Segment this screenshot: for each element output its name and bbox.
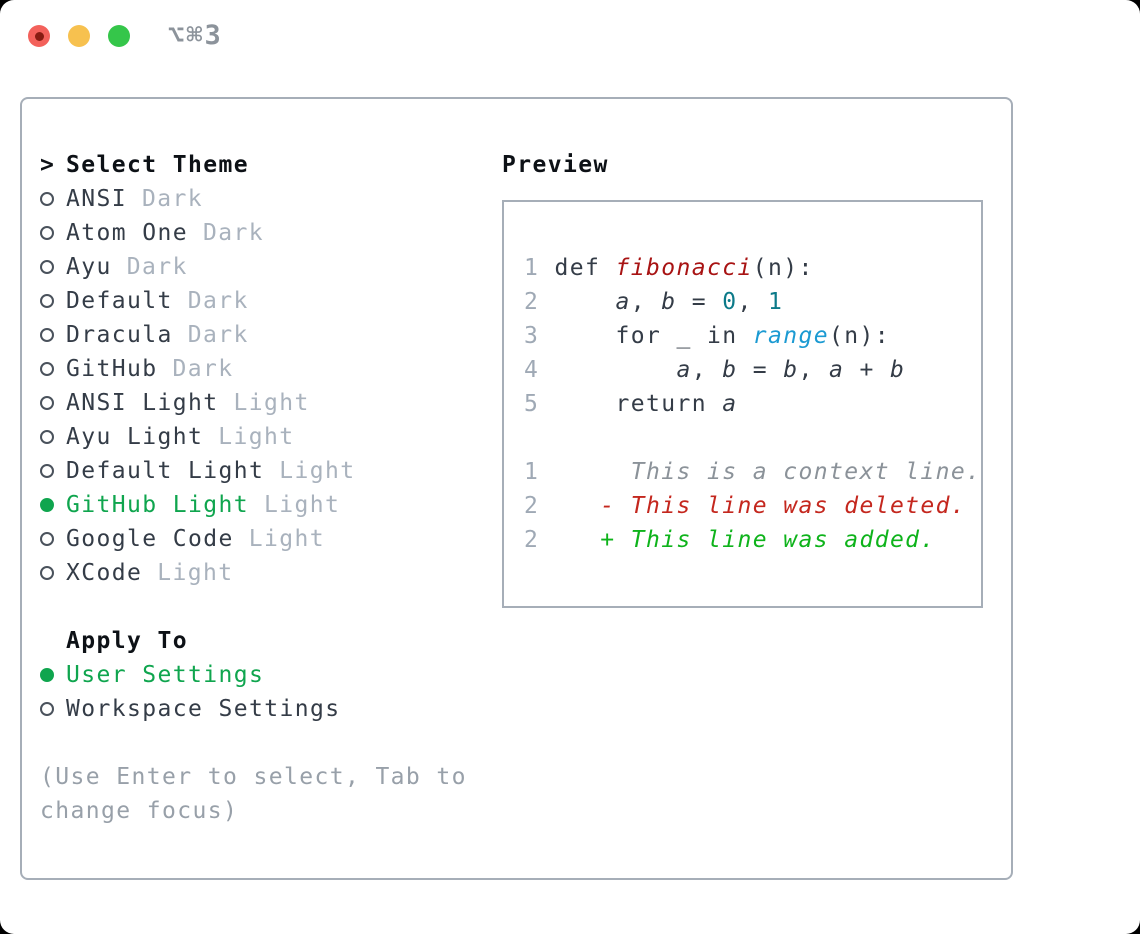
option-variant-label: Dark: [142, 186, 203, 212]
select-theme-title: Select Theme: [66, 152, 249, 178]
option-label: GitHub: [66, 356, 158, 382]
code-line: 2 - This line was deleted.: [524, 493, 967, 519]
theme-option-default-light[interactable]: Default Light Light: [22, 454, 1011, 488]
option-label: Dracula: [66, 322, 173, 348]
theme-option-ayu-light[interactable]: Ayu Light Light: [22, 420, 1011, 454]
option-label: User Settings: [66, 662, 265, 688]
radio-selected-icon: [40, 498, 66, 512]
radio-icon: [40, 702, 66, 716]
code-line: 1 def fibonacci(n):: [524, 255, 814, 281]
apply-to-header: Apply To: [22, 624, 1011, 658]
option-variant-label: Dark: [202, 220, 264, 246]
option-variant-label: Light: [218, 424, 295, 450]
code-line: 3 for _ in range(n):: [524, 323, 890, 349]
option-label: Atom One: [66, 220, 188, 246]
hint-line-1: (Use Enter to select, Tab to: [40, 764, 467, 790]
preview-column: Preview 1 def fibonacci(n): 2 a, b = 0, 1…: [502, 148, 983, 608]
theme-option-github[interactable]: GitHub Dark: [22, 352, 1011, 386]
radio-icon: [40, 294, 66, 308]
radio-icon: [40, 192, 66, 206]
option-variant-label: Dark: [172, 356, 234, 382]
code-line: 1 This is a context line.: [524, 459, 982, 485]
code-line: 2 + This line was added.: [524, 527, 936, 553]
option-label: ANSI: [66, 186, 127, 212]
cursor-chevron-icon: >: [40, 152, 56, 178]
radio-icon: [40, 430, 66, 444]
option-variant-label: Light: [248, 526, 325, 552]
apply-to-title: Apply To: [66, 628, 188, 654]
option-variant-label: Light: [263, 492, 341, 518]
option-label: Ayu: [66, 254, 112, 280]
radio-icon: [40, 396, 66, 410]
close-button-icon[interactable]: [28, 25, 50, 47]
zoom-button-icon[interactable]: [108, 25, 130, 47]
option-label: ANSI Light: [66, 390, 219, 416]
radio-icon: [40, 566, 66, 580]
option-label: GitHub Light: [66, 492, 249, 518]
minimize-button-icon[interactable]: [68, 25, 90, 47]
radio-icon: [40, 226, 66, 240]
option-variant-label: Dark: [126, 254, 188, 280]
theme-option-ayu[interactable]: Ayu Dark: [22, 250, 1011, 284]
theme-option-ansi[interactable]: ANSI Dark: [22, 182, 1011, 216]
close-button-dot-icon: [34, 31, 44, 41]
preview-code-box: 1 def fibonacci(n): 2 a, b = 0, 1 3 for _ …: [502, 200, 983, 608]
radio-icon: [40, 464, 66, 478]
option-variant-label: Light: [279, 458, 356, 484]
theme-option-default[interactable]: Default Dark: [22, 284, 1011, 318]
spacer: [22, 726, 1011, 760]
radio-icon: [40, 362, 66, 376]
code-line: 2 a, b = 0, 1: [524, 289, 784, 315]
radio-icon: [40, 328, 66, 342]
option-label: XCode: [66, 560, 143, 586]
option-variant-label: Dark: [187, 322, 249, 348]
apply-option-workspace-settings[interactable]: Workspace Settings: [22, 692, 1011, 726]
option-label: Default Light: [66, 458, 265, 484]
code-line: 4 a, b = b, a + b: [524, 357, 906, 383]
keyboard-shortcut-label: ⌥⌘3: [168, 20, 223, 51]
select-theme-header: > Select Theme: [22, 148, 1011, 182]
theme-option-ansi-light[interactable]: ANSI Light Light: [22, 386, 1011, 420]
code-line: [524, 421, 981, 455]
apply-option-user-settings[interactable]: User Settings: [22, 658, 1011, 692]
option-label: Google Code: [66, 526, 234, 552]
code-sample: 1 def fibonacci(n): 2 a, b = 0, 1 3 for _ …: [504, 202, 981, 557]
theme-option-github-light[interactable]: GitHub Light Light: [22, 488, 1011, 522]
option-variant-label: Light: [233, 390, 310, 416]
radio-icon: [40, 532, 66, 546]
radio-icon: [40, 260, 66, 274]
titlebar: ⌥⌘3: [28, 20, 223, 51]
preview-title: Preview: [502, 152, 609, 178]
option-variant-label: Light: [157, 560, 234, 586]
theme-option-xcode[interactable]: XCode Light: [22, 556, 1011, 590]
hint-line-2: change focus): [40, 798, 239, 824]
theme-option-dracula[interactable]: Dracula Dark: [22, 318, 1011, 352]
option-label: Ayu Light: [66, 424, 204, 450]
option-label: Workspace Settings: [66, 696, 341, 722]
theme-option-atom-one[interactable]: Atom One Dark: [22, 216, 1011, 250]
radio-selected-icon: [40, 668, 66, 682]
option-variant-label: Dark: [187, 288, 249, 314]
code-line: 5 return a: [524, 391, 738, 417]
theme-option-google-code[interactable]: Google Code Light: [22, 522, 1011, 556]
option-label: Default: [66, 288, 173, 314]
